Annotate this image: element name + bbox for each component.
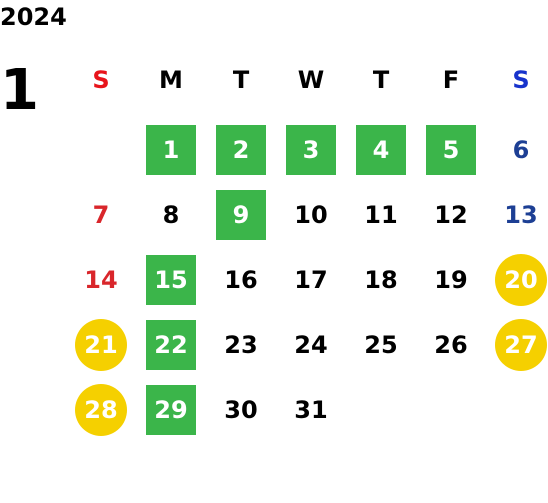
day-cell-22[interactable]: 22 [146,320,196,370]
day-cell-13[interactable]: 13 [504,201,538,229]
weekday-header-sunday: S [92,66,110,94]
weekday-header-saturday: S [512,66,530,94]
calendar-month: 1 [0,58,39,123]
day-cell-31[interactable]: 31 [294,396,328,424]
day-cell-26[interactable]: 26 [434,331,468,359]
day-cell-12[interactable]: 12 [434,201,468,229]
day-cell-6[interactable]: 6 [512,136,530,164]
day-cell-5[interactable]: 5 [426,125,476,175]
day-cell-10[interactable]: 10 [294,201,328,229]
day-cell-3[interactable]: 3 [286,125,336,175]
day-cell-7[interactable]: 7 [92,201,110,229]
day-cell-20[interactable]: 20 [495,254,547,306]
day-cell-14[interactable]: 14 [84,266,118,294]
day-cell-21[interactable]: 21 [75,319,127,371]
day-cell-16[interactable]: 16 [224,266,258,294]
day-cell-30[interactable]: 30 [224,396,258,424]
day-cell-9[interactable]: 9 [216,190,266,240]
weekday-header-thursday: T [372,66,390,94]
day-cell-23[interactable]: 23 [224,331,258,359]
weekday-header-monday: M [159,66,183,94]
day-cell-18[interactable]: 18 [364,266,398,294]
calendar-year: 2024 [0,3,67,31]
day-cell-11[interactable]: 11 [364,201,398,229]
day-cell-27[interactable]: 27 [495,319,547,371]
day-cell-1[interactable]: 1 [146,125,196,175]
day-cell-24[interactable]: 24 [294,331,328,359]
day-cell-28[interactable]: 28 [75,384,127,436]
day-cell-15[interactable]: 15 [146,255,196,305]
day-cell-8[interactable]: 8 [162,201,180,229]
day-cell-17[interactable]: 17 [294,266,328,294]
day-cell-25[interactable]: 25 [364,331,398,359]
day-cell-2[interactable]: 2 [216,125,266,175]
day-cell-4[interactable]: 4 [356,125,406,175]
weekday-header-wednesday: W [297,66,325,94]
weekday-header-tuesday: T [232,66,250,94]
weekday-header-friday: F [442,66,460,94]
day-cell-29[interactable]: 29 [146,385,196,435]
day-cell-19[interactable]: 19 [434,266,468,294]
